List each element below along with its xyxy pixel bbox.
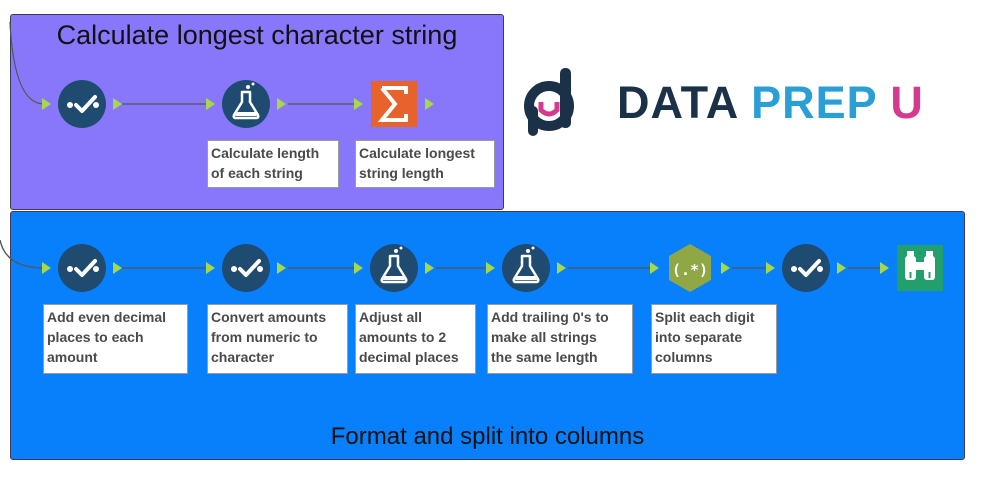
data-prep-u-logo-icon	[524, 68, 574, 136]
output-anchor[interactable]	[425, 98, 434, 110]
output-anchor[interactable]	[425, 262, 434, 274]
tool-browse[interactable]	[880, 238, 950, 298]
tool-select-4[interactable]	[766, 238, 846, 298]
select-icon	[58, 244, 106, 292]
data-prep-u-wordmark: DATA PREP U	[617, 78, 924, 128]
annotation-calc-length: Calculate length of each string	[207, 140, 339, 188]
tool-formula-2[interactable]	[354, 238, 434, 298]
output-anchor[interactable]	[277, 262, 286, 274]
logo-word-data: DATA	[617, 77, 738, 128]
logo-word-u: U	[890, 77, 924, 128]
formula-icon	[222, 80, 270, 128]
tool-formula-1[interactable]	[206, 74, 286, 134]
output-anchor[interactable]	[721, 262, 730, 274]
output-anchor[interactable]	[113, 262, 122, 274]
regex-icon: (.*)	[669, 244, 711, 292]
input-anchor[interactable]	[42, 262, 51, 274]
logo-word-prep: PREP	[751, 77, 877, 128]
annotation-adjust-amounts: Adjust all amounts to 2 decimal places	[355, 304, 476, 374]
formula-icon	[370, 244, 418, 292]
summarize-icon	[371, 81, 417, 127]
select-icon	[782, 244, 830, 292]
input-anchor[interactable]	[766, 262, 775, 274]
annotation-trailing-zeros: Add trailing 0's to make all strings the…	[487, 304, 633, 374]
browse-icon	[897, 245, 943, 291]
output-anchor[interactable]	[837, 262, 846, 274]
annotation-convert-amounts: Convert amounts from numeric to characte…	[207, 304, 348, 374]
tool-formula-3[interactable]	[486, 238, 566, 298]
select-icon	[58, 80, 106, 128]
tool-select-1[interactable]	[42, 74, 122, 134]
input-anchor[interactable]	[206, 262, 215, 274]
output-anchor[interactable]	[113, 98, 122, 110]
container-bottom-title: Format and split into columns	[330, 423, 645, 450]
input-anchor[interactable]	[42, 98, 51, 110]
annotation-add-decimal: Add even decimal places to each amount	[43, 304, 188, 374]
tool-select-2[interactable]	[42, 238, 122, 298]
input-anchor[interactable]	[354, 98, 363, 110]
output-anchor[interactable]	[557, 262, 566, 274]
annotation-calc-longest: Calculate longest string length	[355, 140, 495, 188]
tool-summarize-1[interactable]	[354, 74, 434, 134]
input-anchor[interactable]	[206, 98, 215, 110]
input-anchor[interactable]	[880, 262, 889, 274]
regex-glyph: (.*)	[672, 261, 708, 279]
tool-regex[interactable]: (.*)	[650, 238, 730, 298]
formula-icon	[502, 244, 550, 292]
output-anchor[interactable]	[277, 98, 286, 110]
input-anchor[interactable]	[354, 262, 363, 274]
select-icon	[222, 244, 270, 292]
input-anchor[interactable]	[650, 262, 659, 274]
annotation-split-digits: Split each digit into separate columns	[651, 304, 777, 374]
container-top-title: Calculate longest character string	[56, 20, 458, 50]
tool-select-3[interactable]	[206, 238, 286, 298]
input-anchor[interactable]	[486, 262, 495, 274]
